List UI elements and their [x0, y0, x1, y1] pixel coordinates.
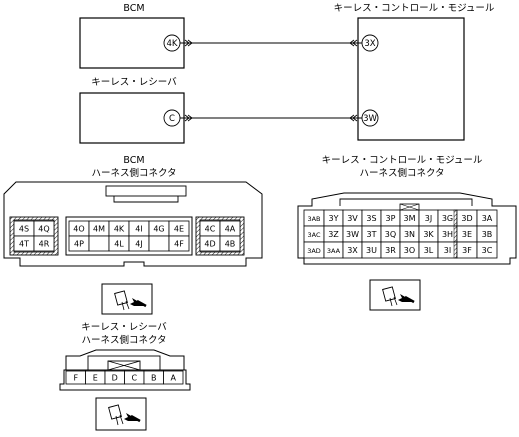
- pin-label: 3O: [404, 246, 415, 255]
- pin-cell: [168, 235, 190, 252]
- pin-label: 3AB: [307, 215, 320, 223]
- receiver-connector-view-icon: [95, 397, 147, 431]
- pin-label: 3L: [424, 246, 434, 255]
- pin-label: 3AC: [307, 231, 320, 239]
- pin-label: 3V: [347, 214, 358, 223]
- pin-label: 3Y: [329, 214, 339, 223]
- pin-label: 3P: [386, 214, 396, 223]
- pin-cell: [476, 241, 498, 259]
- pin-label: 4J: [135, 240, 142, 249]
- pin-label: E: [93, 374, 98, 383]
- pin-label: 3S: [366, 214, 376, 223]
- kcm-connector-section: キーレス・コントロール・モジュール ハーネス側コネクタ 3AB 3Y 3V 3S 3P 3…: [297, 155, 517, 265]
- pin-label: 3X: [347, 246, 358, 255]
- pin-label: 3G: [442, 214, 453, 223]
- empty-cavity: [148, 235, 170, 252]
- pin-label: 4T: [19, 240, 29, 249]
- pin-label: 3Q: [385, 230, 396, 239]
- lock-divider: [453, 241, 458, 259]
- pin-label: 4A: [225, 225, 236, 234]
- pin-label: 3AA: [327, 247, 341, 255]
- pin-label: 3H: [442, 230, 453, 239]
- pin-label: 3R: [385, 246, 396, 255]
- pin-label: A: [171, 374, 177, 383]
- pin-label: 3E: [462, 230, 472, 239]
- pin-label: 3C: [482, 246, 493, 255]
- pin-label: 3J: [425, 214, 432, 223]
- pin-label: 4D: [204, 240, 215, 249]
- pin-label: 3M: [404, 214, 416, 223]
- pin-label: 4G: [153, 225, 164, 234]
- pin-label: 3T: [367, 230, 377, 239]
- receiver-connector-subtitle: ハーネス側コネクタ: [81, 334, 166, 346]
- pin-label: 3F: [462, 246, 472, 255]
- pin-label: 4C: [205, 225, 216, 234]
- bcm-connector-section: BCM ハーネス側コネクタ 4S 4Q 4T 4R 4O 4M 4K 4I 4G 4E 4P 4L 4…: [3, 155, 263, 267]
- pin-label: 4E: [174, 225, 184, 234]
- pin-label: 4I: [135, 225, 142, 234]
- kcm-connector-subtitle: ハーネス側コネクタ: [359, 167, 444, 179]
- bcm-connector-view-icon: [101, 283, 153, 315]
- pin-cell: [33, 235, 55, 252]
- circuit-section: BCM 4K キーレス・コントロール・モジュール 3X 3W キーレス・レシーバ…: [79, 3, 495, 144]
- lock-divider: [453, 225, 458, 243]
- pin-label: 3W: [346, 230, 359, 239]
- pin-label: 3N: [404, 230, 415, 239]
- pin-label: 3AD: [307, 247, 321, 255]
- pin-cell: [163, 370, 184, 385]
- pin-label: B: [151, 374, 157, 383]
- receiver-pin-label: C: [169, 114, 175, 124]
- pin-label: F: [73, 374, 78, 383]
- receiver-connector-section: キーレス・レシーバ ハーネス側コネクタ F E D C B A: [59, 322, 191, 391]
- pin-label: D: [112, 374, 118, 383]
- receiver-title: キーレス・レシーバ: [91, 77, 177, 88]
- bcm-pin-label: 4K: [167, 39, 178, 49]
- wire-bcm-kcm: [180, 39, 362, 47]
- kcm-connector-title: キーレス・コントロール・モジュール: [322, 155, 483, 166]
- pin-label: 4S: [19, 225, 29, 234]
- pin-label: 4O: [73, 225, 84, 234]
- pin-label: 4L: [114, 240, 124, 249]
- pin-label: 3K: [423, 230, 434, 239]
- pin-label: 3U: [366, 246, 377, 255]
- pin-label: 3A: [482, 214, 493, 223]
- receiver-connector-shroud: [65, 349, 185, 370]
- pin-label: C: [131, 374, 137, 383]
- pin-label: 4R: [39, 240, 50, 249]
- pin-label: 4F: [174, 240, 184, 249]
- receiver-connector-title: キーレス・レシーバ: [81, 322, 167, 333]
- kcm-title: キーレス・コントロール・モジュール: [334, 3, 495, 14]
- bcm-connector-latch: [105, 185, 187, 197]
- kcm-pin-lower-label: 3W: [363, 114, 377, 124]
- lock-divider: [453, 209, 458, 227]
- pin-label: 4P: [74, 240, 84, 249]
- pin-label: 4M: [93, 225, 105, 234]
- pin-label: 4B: [225, 240, 236, 249]
- pin-label: 3I: [444, 246, 451, 255]
- wire-receiver-kcm: [180, 114, 362, 122]
- kcm-pin-upper-label: 3X: [364, 39, 375, 49]
- bcm-title: BCM: [123, 3, 144, 14]
- pin-label: 3Z: [328, 230, 339, 239]
- pin-cell: [219, 235, 241, 252]
- kcm-connector-view-icon: [369, 279, 421, 311]
- bcm-connector-title: BCM: [123, 155, 144, 166]
- pin-label: 4K: [114, 225, 125, 234]
- pin-label: 3D: [461, 214, 472, 223]
- pin-label: 4Q: [38, 225, 49, 234]
- pin-label: 3B: [482, 230, 493, 239]
- bcm-connector-subtitle: ハーネス側コネクタ: [91, 167, 176, 179]
- empty-cavity: [88, 235, 110, 252]
